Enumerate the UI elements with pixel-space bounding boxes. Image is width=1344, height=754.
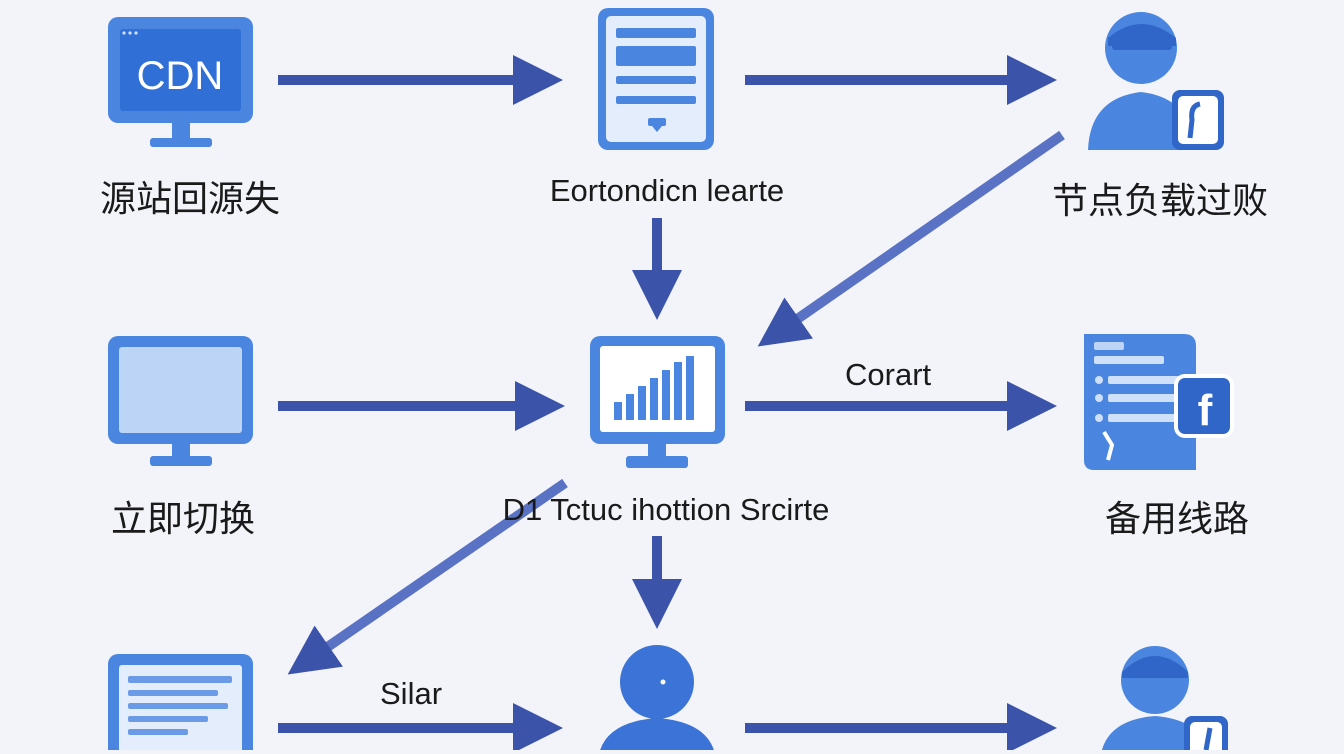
user-badge-icon xyxy=(1088,12,1224,150)
monitor-icon: CDN xyxy=(108,17,253,147)
list-monitor-icon xyxy=(108,654,253,754)
chart-node-label: D1 Tctuc ihottion Srcirte xyxy=(502,492,830,527)
document-icon xyxy=(598,8,714,150)
chart-monitor-icon xyxy=(590,336,725,468)
user-icon xyxy=(599,645,715,754)
f-badge-icon: f xyxy=(1198,386,1213,435)
cdn-node-label: 源站回源失 xyxy=(99,179,281,220)
document-badge-icon: f xyxy=(1084,334,1234,470)
user-top-node-label: 节点负载过败 xyxy=(1051,181,1269,222)
arrows xyxy=(278,55,1065,753)
arrow-user-to-chart xyxy=(757,130,1065,347)
cdn-screen-text: CDN xyxy=(137,54,224,98)
edge-label-corart: Corart xyxy=(845,357,932,392)
doc-right-node-label: 备用线路 xyxy=(1104,499,1250,540)
arrow-chart-to-list xyxy=(287,478,568,675)
user-badge-icon xyxy=(1100,646,1228,754)
doc-node-label: Eortondicn learte xyxy=(549,173,785,208)
edge-label-silar: Silar xyxy=(380,676,443,711)
monitor-icon xyxy=(108,336,253,466)
monitor-mid-node-label: 立即切换 xyxy=(110,499,256,540)
